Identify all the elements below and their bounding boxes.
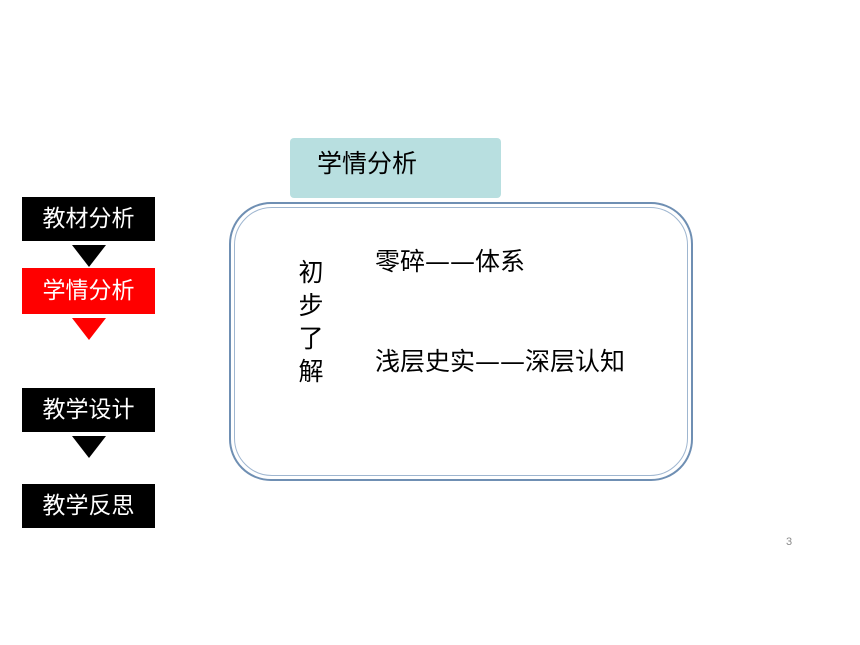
section-title: 学情分析 bbox=[290, 138, 501, 198]
vertical-char: 了 bbox=[298, 324, 324, 353]
nav-item-teaching-reflection[interactable]: 教学反思 bbox=[22, 484, 155, 528]
down-arrow-icon bbox=[72, 245, 106, 267]
nav-item-student-analysis[interactable]: 学情分析 bbox=[22, 268, 155, 314]
nav-item-label: 教学反思 bbox=[42, 493, 135, 519]
page-number: 3 bbox=[786, 536, 793, 548]
vertical-char: 步 bbox=[298, 291, 324, 320]
content-panel bbox=[229, 202, 693, 481]
point-fragment-to-system: 零碎——体系 bbox=[375, 247, 526, 276]
nav-item-label: 学情分析 bbox=[42, 278, 135, 304]
vertical-char: 解 bbox=[298, 357, 324, 386]
down-arrow-icon bbox=[72, 436, 106, 458]
vertical-char: 初 bbox=[298, 258, 324, 287]
nav-item-textbook-analysis[interactable]: 教材分析 bbox=[22, 197, 155, 241]
down-arrow-icon bbox=[72, 318, 106, 340]
nav-item-label: 教材分析 bbox=[42, 206, 135, 232]
section-title-text: 学情分析 bbox=[317, 149, 418, 178]
vertical-label: 初 步 了 解 bbox=[296, 256, 326, 388]
point-surface-to-deep: 浅层史实——深层认知 bbox=[375, 347, 626, 376]
nav-item-teaching-design[interactable]: 教学设计 bbox=[22, 388, 155, 432]
nav-item-label: 教学设计 bbox=[42, 397, 135, 423]
